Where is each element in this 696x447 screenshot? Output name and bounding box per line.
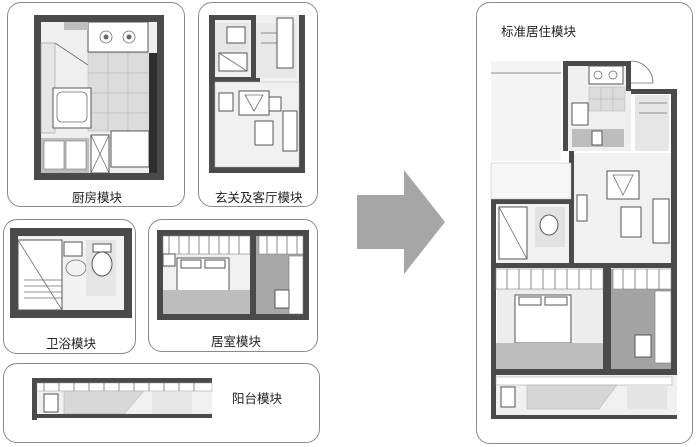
standard-living-module-label: 标准居住模块 <box>501 24 577 39</box>
entrance-living-module-label: 玄关及客厅模块 <box>215 190 303 205</box>
bedroom-module-label: 居室模块 <box>211 334 262 349</box>
balcony-floorplan <box>32 378 213 420</box>
balcony-module-label: 阳台模块 <box>232 391 283 406</box>
standard-living-floorplan <box>490 60 677 419</box>
bedroom-module-panel: 居室模块 <box>148 219 318 352</box>
entrance-living-module-panel: 玄关及客厅模块 <box>198 2 318 207</box>
bathroom-module-panel: 卫浴模块 <box>3 219 136 354</box>
kitchen-module-panel: 厨房模块 <box>7 2 185 207</box>
bedroom-floorplan <box>157 230 309 320</box>
kitchen-floorplan <box>34 15 164 180</box>
entrance-living-floorplan <box>209 15 305 173</box>
bathroom-module-label: 卫浴模块 <box>46 336 97 351</box>
kitchen-module-label: 厨房模块 <box>72 190 123 205</box>
standard-living-module-panel: 标准居住模块 <box>476 2 693 444</box>
bathroom-floorplan <box>10 228 132 318</box>
balcony-module-panel: 阳台模块 <box>3 363 320 443</box>
